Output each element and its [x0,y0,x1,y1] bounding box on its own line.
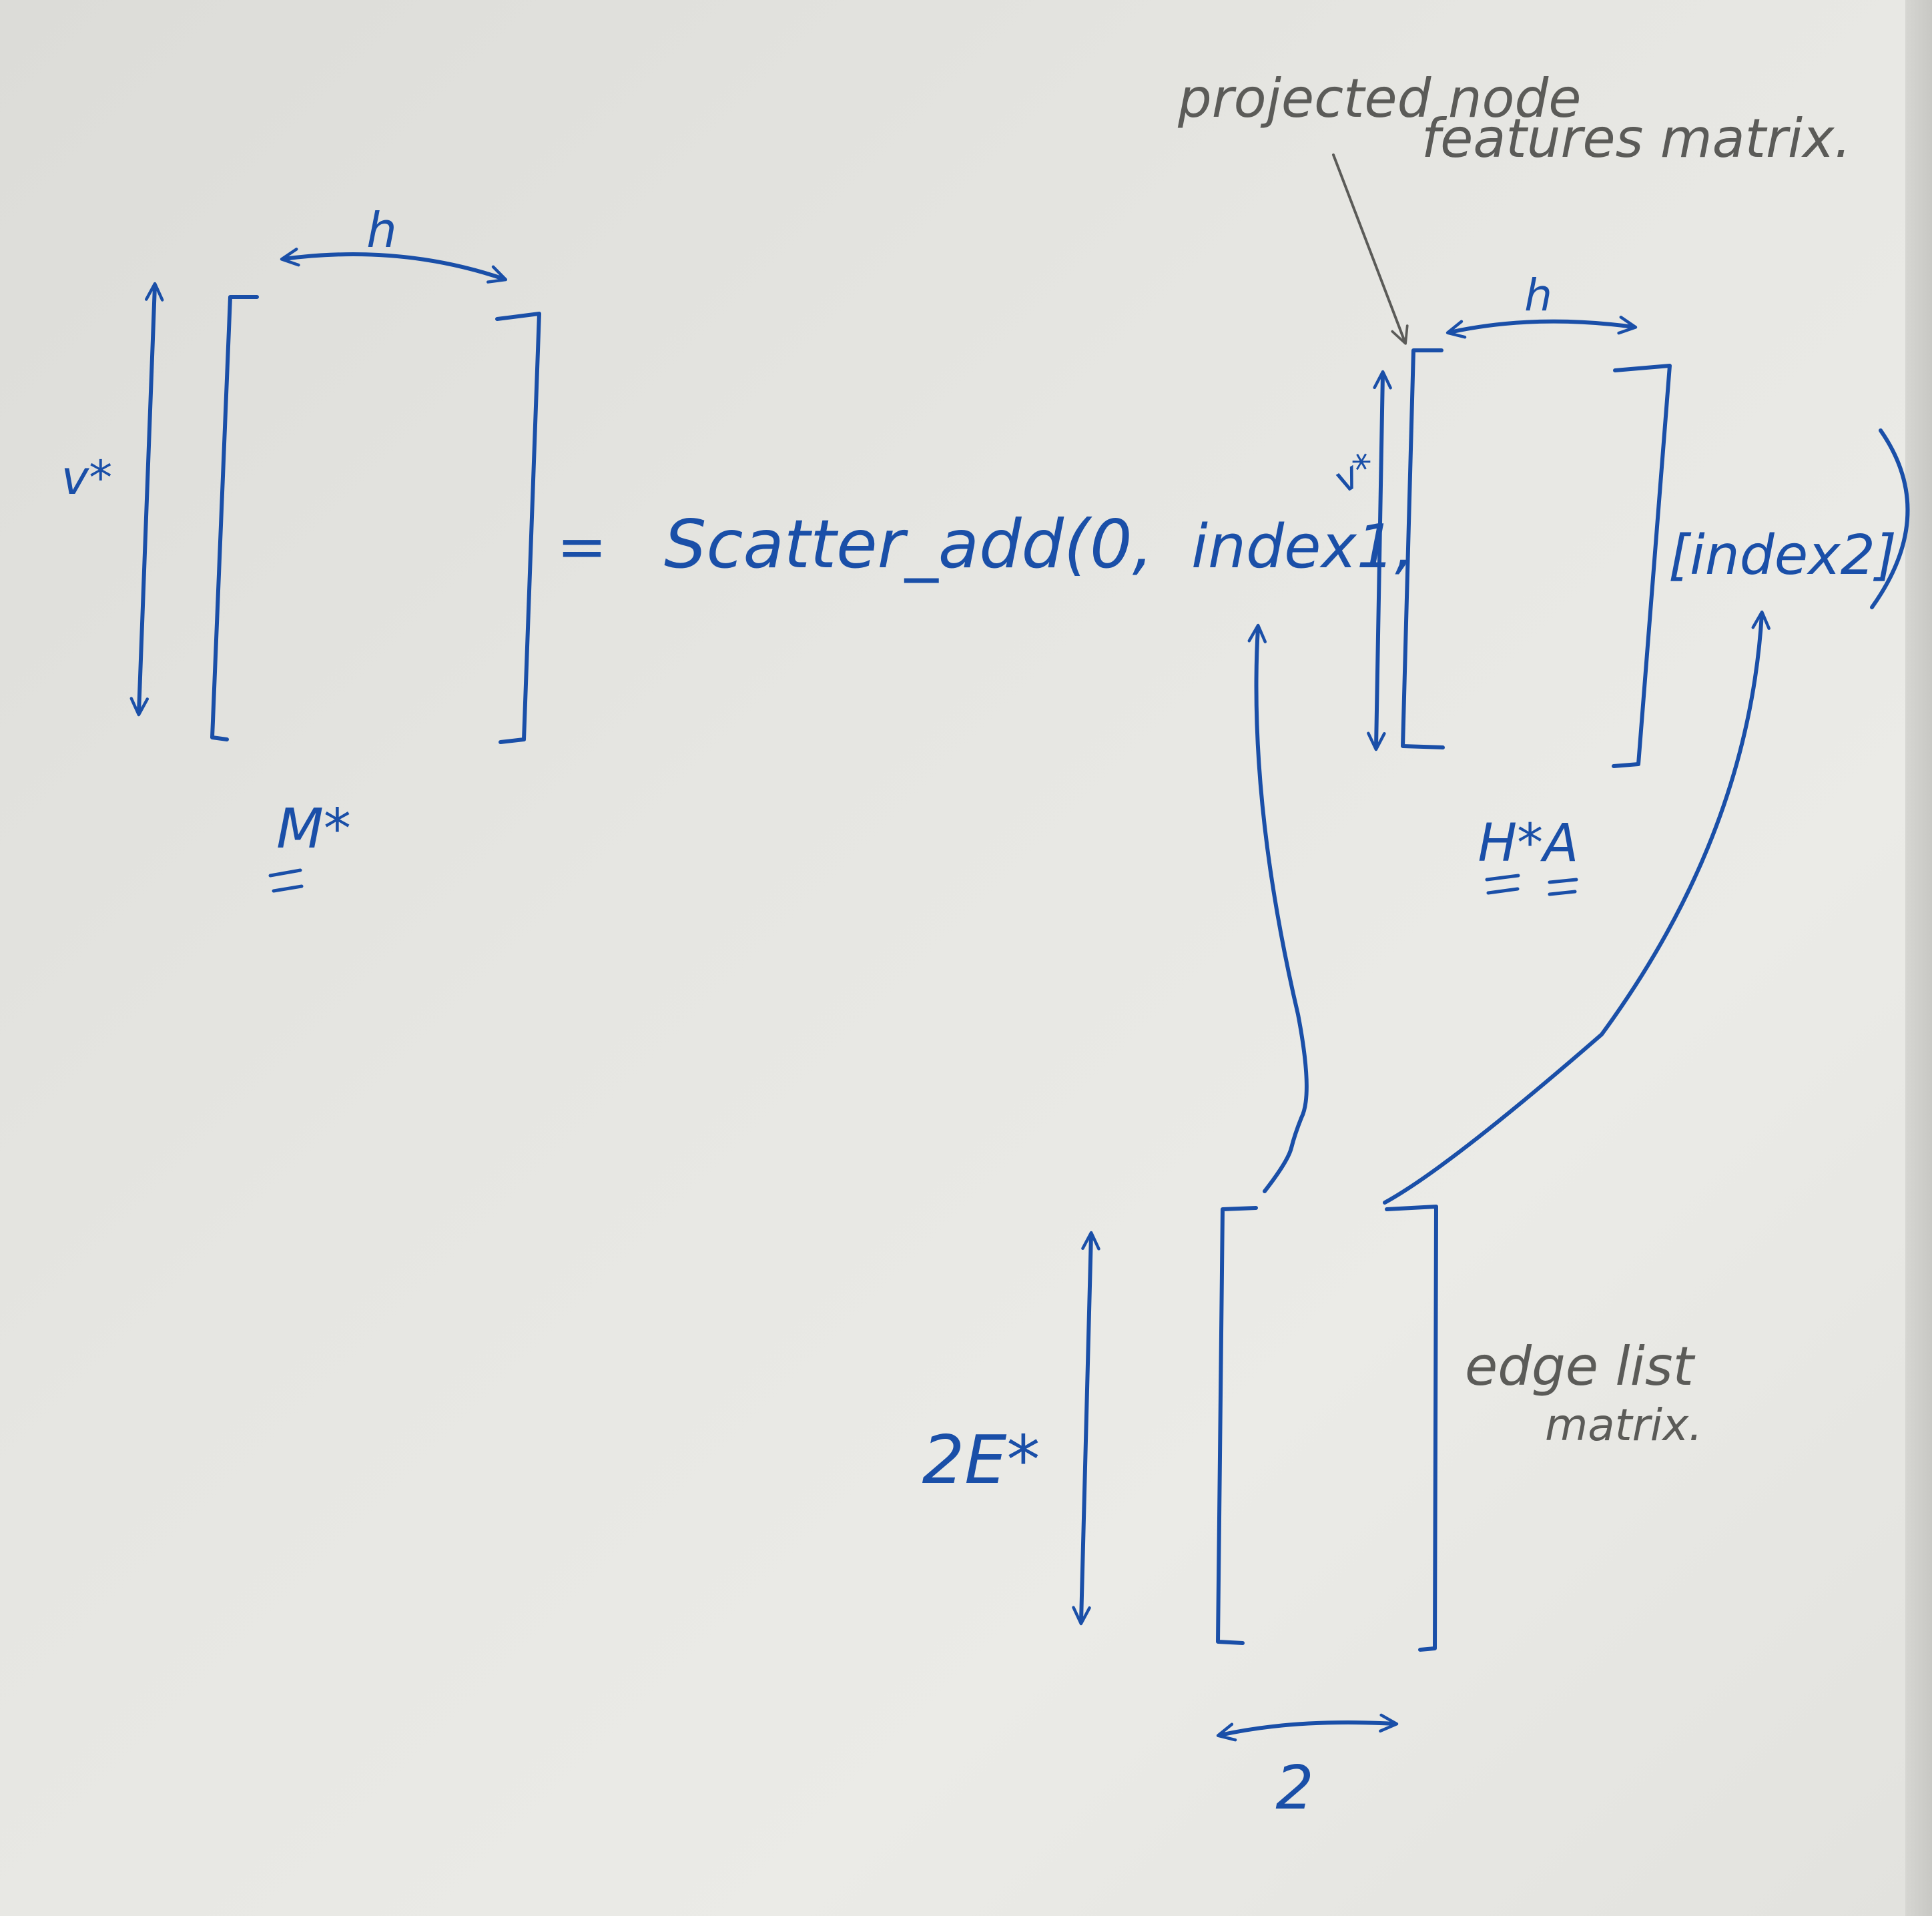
matrix-h-height-arrow [1367,370,1392,751]
matrix-edges-right-bracket [1385,1205,1438,1652]
matrix-m-name-underline [268,868,304,893]
matrix-h-annotation-pointer [1332,153,1409,345]
index2-connector-arrow [1383,610,1770,1205]
matrix-h-annotation-line2: features matrix. [1421,107,1851,170]
matrix-m-left-bracket [210,295,259,741]
closing-parenthesis [1870,428,1910,609]
scatter-add-call: Scatter_add(0, [664,505,1153,583]
matrix-edges-height-label: 2E* [922,1421,1040,1499]
matrix-m-height-arrow [129,282,164,717]
matrix-h-width-label: h [1524,270,1552,321]
matrix-edges-height-arrow [1072,1231,1100,1626]
matrix-m-height-label: v* [61,450,112,505]
matrix-h: h v* H*A projected node features matrix. [1177,67,1851,896]
matrix-h-width-arrow [1445,316,1638,339]
matrix-m-width-arrow [280,248,508,284]
matrix-edges-annotation-line2: matrix. [1545,1399,1702,1451]
matrix-edges-left-bracket [1216,1206,1258,1645]
matrix-h-height-label: v* [1327,444,1383,503]
matrix-edges: 2E* 2 edge list matrix. [922,1205,1702,1823]
matrix-m-width-label: h [366,202,397,258]
matrix-h-left-bracket [1401,348,1445,749]
matrix-m-name: M* [276,797,351,861]
matrix-h-name-underline [1485,874,1578,896]
matrix-edges-width-arrow [1216,1713,1399,1742]
matrix-h-right-bracket [1612,364,1672,768]
matrix-edges-annotation-line1: edge list [1465,1335,1696,1397]
matrix-h-name: H*A [1478,814,1578,874]
paper-edge [1905,0,1932,1916]
matrix-m-right-bracket [495,312,541,744]
index1-connector-arrow [1247,623,1309,1193]
equals-sign: = [557,512,607,582]
equation: = Scatter_add(0, index1, [index2] [557,428,1910,609]
index2-suffix: [index2] [1668,524,1897,587]
matrix-m: h v* M* [61,202,541,893]
matrix-edges-width-label: 2 [1275,1753,1313,1823]
matrix-h-annotation-line1: projected node [1177,67,1582,129]
